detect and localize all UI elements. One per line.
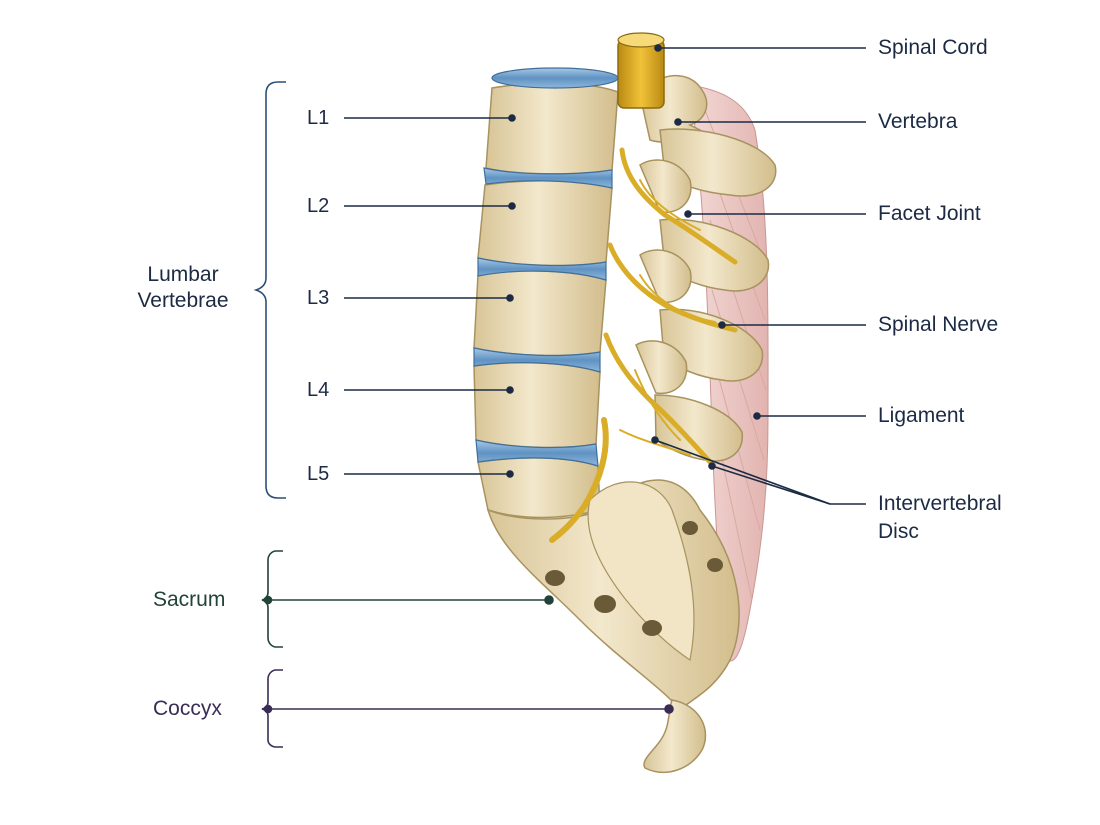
intervertebral-disc-label-line2: Disc	[878, 520, 919, 543]
level-l5-label: L5	[307, 463, 330, 485]
posterior-processes	[635, 74, 777, 462]
intervertebral-disc-label-line1: Intervertebral	[878, 492, 1002, 515]
spinal-nerve-label: Spinal Nerve	[878, 313, 999, 336]
lumbar-bracket	[253, 81, 286, 499]
sacrum-leader	[263, 595, 554, 605]
sacrum-label: Sacrum	[153, 588, 226, 611]
coccyx-label: Coccyx	[153, 697, 222, 720]
level-l3-label: L3	[307, 287, 330, 309]
ligament-label: Ligament	[878, 404, 965, 427]
coccyx-leader	[263, 704, 674, 714]
level-l4-label: L4	[307, 379, 330, 401]
vertebra-label: Vertebra	[878, 110, 958, 133]
leader-lines-levels	[344, 114, 516, 478]
intervertebral-discs	[473, 67, 619, 467]
facet-joint-label: Facet Joint	[878, 202, 981, 225]
leader-lines-right	[651, 44, 866, 505]
coccyx	[643, 699, 707, 773]
vertebral-bodies	[473, 82, 619, 519]
spinal-cord-label: Spinal Cord	[878, 36, 988, 59]
spinal-nerves	[549, 147, 738, 543]
lumbar-vertebrae-label: Lumbar Vertebrae	[137, 263, 229, 312]
coccyx-bracket	[261, 669, 283, 748]
sacrum-bracket	[261, 550, 283, 648]
level-l1-label: L1	[307, 107, 330, 129]
level-l2-label: L2	[307, 195, 330, 217]
spinal-cord	[617, 32, 665, 109]
